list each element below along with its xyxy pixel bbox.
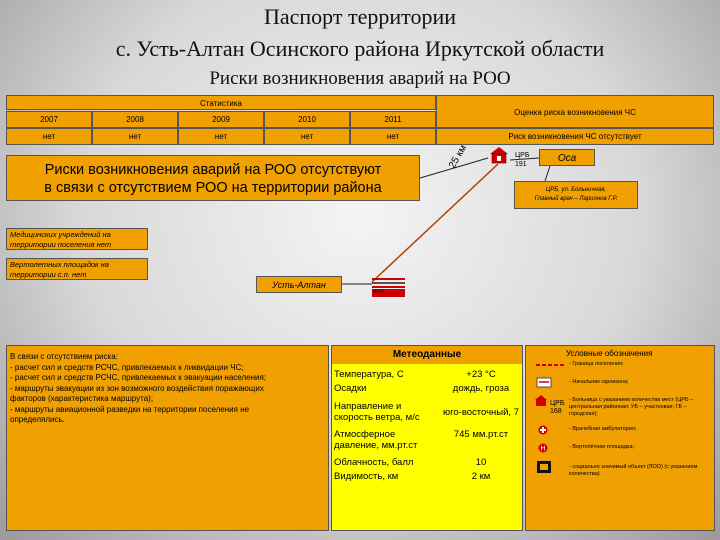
railway-label: ЖРС bbox=[373, 289, 385, 295]
measures-line: факторов (характеристика маршрута); bbox=[10, 394, 154, 403]
value-cell: нет bbox=[178, 128, 264, 145]
measures-line: В связи с отсутствием риска: bbox=[10, 352, 118, 361]
value-cell: нет bbox=[92, 128, 178, 145]
hospital-icon bbox=[490, 147, 508, 164]
year-cell: 2008 bbox=[92, 111, 178, 128]
measures-line: - расчет сил и средств РСЧС, привлекаемы… bbox=[10, 373, 267, 382]
year-cell: 2009 bbox=[178, 111, 264, 128]
section-title: Риски возникновения аварий на РОО bbox=[209, 68, 511, 89]
risk-assessment-value: Риск возникновения ЧС отсутствует bbox=[436, 128, 714, 145]
connector-line bbox=[509, 157, 540, 161]
legend-item: - Начальник гарнизона; bbox=[569, 379, 629, 385]
railway-station-block bbox=[372, 289, 405, 297]
legend-panel: Условные обозначения - Граница поселения… bbox=[525, 345, 715, 531]
hospital-label: ЦРБ 191 bbox=[515, 152, 530, 168]
helipad-note: Вертолетных площадок на территории с.п. … bbox=[6, 258, 148, 280]
page-subtitle: с. Усть-Алтан Осинского района Иркутской… bbox=[115, 36, 605, 61]
hospital-legend-code: ЦРБ 168 bbox=[550, 400, 565, 415]
year-cell: 2007 bbox=[6, 111, 92, 128]
measures-line: - расчет сил и средств РСЧС, привлекаемы… bbox=[10, 362, 244, 372]
medical-note: Медицинских учреждений на территории пос… bbox=[6, 228, 148, 250]
road-line bbox=[371, 163, 499, 283]
svg-text:H: H bbox=[540, 446, 545, 453]
meteo-row: Атмосферное давление, мм.рт.ст 745 мм.рт… bbox=[334, 429, 509, 451]
meteo-row: Осадки дождь, гроза bbox=[334, 383, 510, 394]
year-cell: 2011 bbox=[350, 111, 436, 128]
risk-assessment-header: Оценка риска возникновения ЧС bbox=[436, 95, 714, 128]
legend-item: - Врачебная амбулатория; bbox=[569, 426, 637, 432]
meteo-row: Облачность, балл 10 bbox=[334, 457, 487, 468]
village-label: Усть-Алтан bbox=[256, 276, 342, 293]
page-title: Паспорт территории bbox=[263, 4, 457, 29]
meteo-row: Температура, С +23 °С bbox=[334, 369, 496, 380]
meteo-panel: Метеоданные Температура, С +23 °С Осадки… bbox=[331, 345, 523, 531]
statistics-years-row: 2007 2008 2009 2010 2011 bbox=[6, 111, 436, 128]
social-object-icon bbox=[537, 461, 551, 473]
hospital-legend-icon bbox=[535, 395, 547, 406]
measures-line: определялись. bbox=[10, 415, 65, 424]
meteo-title: Метеоданные bbox=[332, 346, 522, 364]
meteo-row: Направление и скорость ветра, м/с юго-во… bbox=[334, 401, 519, 423]
summary-line: Риски возникновения аварий на РОО отсутс… bbox=[44, 162, 382, 178]
summary-box: Риски возникновения аварий на РОО отсутс… bbox=[6, 155, 420, 201]
hospital-info-box: ЦРБ, ул. Больничная, Главный врач – Лари… bbox=[514, 181, 638, 209]
connector-line bbox=[419, 157, 489, 179]
commander-icon bbox=[536, 377, 552, 388]
legend-item: - Вертолётная площадка; bbox=[569, 444, 635, 450]
measures-box: В связи с отсутствием риска: - расчет си… bbox=[6, 345, 329, 531]
legend-item: - Больница с указанием количества мест (… bbox=[569, 397, 694, 417]
ambulatory-icon bbox=[538, 425, 548, 435]
legend-item: - Граница поселения; bbox=[569, 361, 624, 367]
measures-line: - маршруты эвакуации из зон возможного в… bbox=[10, 383, 264, 393]
legend-item: - социально значимый объект (ЛОО) (с ука… bbox=[569, 464, 698, 477]
legend-title: Условные обозначения bbox=[566, 349, 653, 358]
value-cell: нет bbox=[6, 128, 92, 145]
value-cell: нет bbox=[264, 128, 350, 145]
connector-line bbox=[544, 165, 551, 182]
statistics-header: Статистика bbox=[6, 95, 436, 110]
meteo-row: Видимость, км 2 км bbox=[334, 471, 491, 482]
district-center-label: Оса bbox=[539, 149, 595, 166]
measures-line: - маршруты авиационной разведки на терри… bbox=[10, 404, 250, 414]
year-cell: 2010 bbox=[264, 111, 350, 128]
summary-line: в связи с отсутствием РОО на территории … bbox=[44, 180, 382, 196]
statistics-values-row: нет нет нет нет нет bbox=[6, 128, 436, 145]
helipad-icon: H bbox=[538, 443, 548, 453]
value-cell: нет bbox=[350, 128, 436, 145]
boundary-icon bbox=[536, 364, 564, 366]
